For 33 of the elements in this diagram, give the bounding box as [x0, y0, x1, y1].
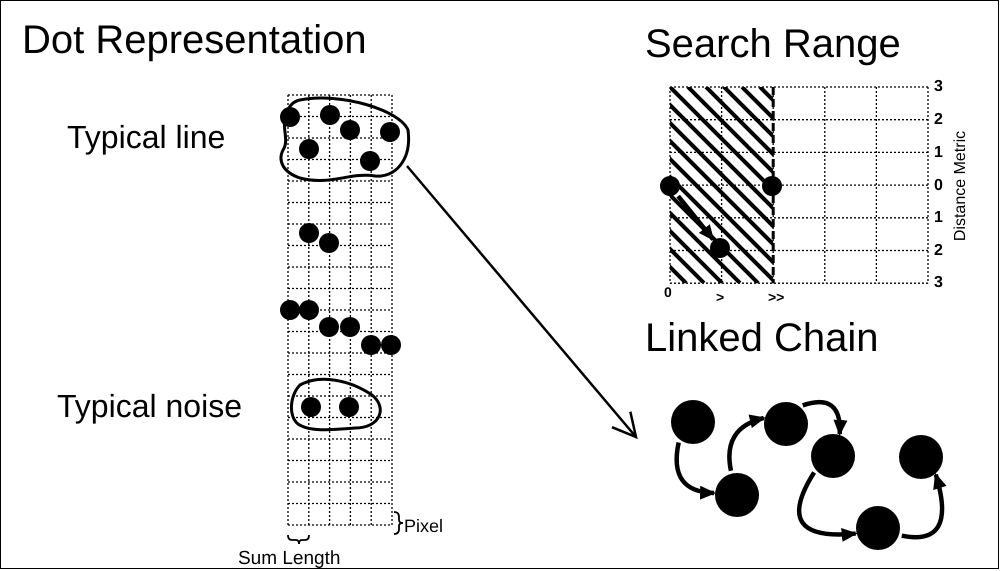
axis-label: 1	[934, 210, 943, 226]
axis-label: 0	[664, 285, 672, 299]
axis-label: >	[716, 290, 724, 304]
axis-label: 2	[934, 243, 943, 259]
dot	[856, 506, 900, 550]
arrow	[406, 165, 638, 438]
dot	[762, 176, 782, 196]
region-label: Typical noise	[57, 390, 242, 422]
section-heading: Dot Representation	[22, 20, 367, 60]
dot	[710, 238, 730, 258]
section-heading: Linked Chain	[645, 318, 878, 358]
arrow	[901, 472, 946, 540]
arrow	[796, 471, 858, 542]
arrow	[674, 442, 716, 500]
axis-label: 0	[934, 178, 943, 194]
arrow	[727, 415, 766, 472]
axis-label: 3	[934, 275, 943, 291]
axis-label: 3	[934, 79, 943, 95]
axis-label: Pixel	[404, 517, 444, 535]
axis-label: 1	[934, 145, 943, 161]
dot	[715, 473, 759, 517]
axis-label: 2	[934, 112, 943, 128]
arrow	[676, 194, 715, 241]
dot	[671, 400, 715, 444]
region-label: Typical line	[67, 121, 226, 153]
axis-title: Distance Metric	[953, 130, 970, 242]
dot	[899, 435, 943, 479]
section-heading: Search Range	[645, 24, 901, 64]
dot	[764, 402, 808, 446]
axis-label: >>	[768, 290, 784, 304]
axis-label: Sum Length	[238, 549, 340, 568]
dot	[811, 434, 855, 478]
dot	[660, 176, 680, 196]
